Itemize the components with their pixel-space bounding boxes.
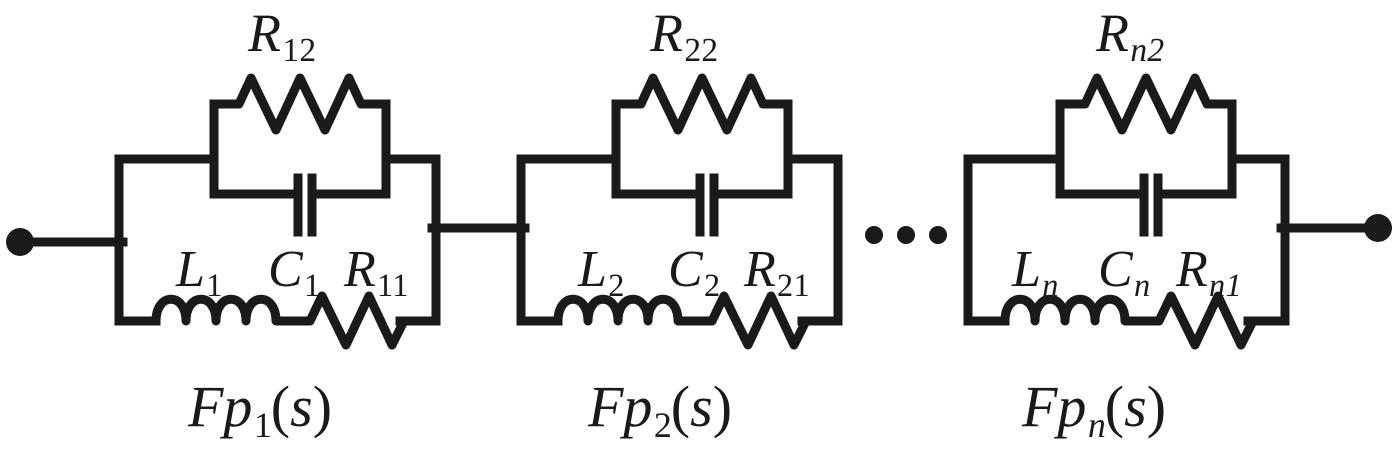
label-R21-sub: 21 [777, 266, 810, 303]
label-R22-base: R [650, 3, 683, 63]
block-2-inner-left-wall [611, 99, 705, 199]
block-1-group [114, 73, 441, 350]
label-R21: R21 [744, 241, 810, 301]
inductor-Ln-symbol [1000, 294, 1150, 326]
label-Cn-sub: n [1133, 266, 1151, 303]
label-Cn: Cn [1098, 241, 1150, 301]
inductor-L1-symbol [151, 294, 301, 326]
caption-Fpn-sub: n [1087, 404, 1107, 445]
label-L1: L1 [176, 241, 222, 301]
label-Ln-base: L [1012, 241, 1041, 298]
block-1-inner-right-wall [307, 99, 391, 199]
caption-Fp2-F: Fp [588, 374, 653, 439]
label-C1: C1 [268, 241, 320, 301]
left-terminal-dot [6, 228, 34, 256]
caption-Fp2-sub: 2 [653, 404, 673, 445]
label-Rn2: Rn2 [1096, 3, 1164, 67]
label-Rn1: Rn1 [1176, 241, 1242, 301]
label-R21-base: R [744, 241, 776, 298]
label-Rn2-sub: n2 [1130, 32, 1165, 70]
label-R12-sub: 12 [282, 32, 317, 70]
label-L2: L2 [578, 241, 624, 301]
resistor-Rn2-symbol [1055, 73, 1237, 135]
label-R22: R22 [650, 3, 718, 67]
block-1-outer-frame [114, 154, 219, 326]
caption-Fp1-sub: 1 [253, 404, 273, 445]
block-2-group [516, 73, 843, 350]
label-C2-base: C [668, 241, 703, 298]
label-C2: C2 [668, 241, 720, 301]
label-C1-sub: 1 [303, 266, 321, 303]
resistor-Rn1-symbol [1140, 291, 1290, 350]
caption-Fpn-F: Fp [1022, 374, 1087, 439]
label-R12: R12 [248, 3, 316, 67]
block-n-outer-frame [963, 154, 1065, 326]
label-L1-base: L [176, 241, 205, 298]
caption-Fp2: Fp2(s) [588, 378, 732, 443]
block-2-outer-frame [516, 154, 621, 326]
label-Rn2-base: R [1096, 3, 1129, 63]
block-n-group [963, 73, 1290, 350]
label-L2-base: L [578, 241, 607, 298]
caption-Fp1: Fp1(s) [188, 378, 332, 443]
caption-Fp2-tail: (s) [670, 374, 733, 439]
block-1-inner-left-wall [209, 99, 303, 199]
block-n-inner-left-wall [1055, 99, 1149, 199]
resistor-R12-symbol [209, 73, 391, 135]
resistor-R11-symbol [291, 291, 441, 350]
label-R11-sub: 11 [377, 266, 409, 303]
label-R11: R11 [344, 241, 408, 301]
caption-Fp1-F: Fp [188, 374, 253, 439]
label-Cn-base: C [1098, 241, 1133, 298]
lead-wires [15, 223, 1383, 247]
label-L2-sub: 2 [608, 266, 625, 303]
label-R12-base: R [248, 3, 281, 63]
block-2-inner-right-wall [709, 99, 793, 199]
caption-Fpn: Fpn(s) [1022, 378, 1166, 443]
label-Rn1-sub: n1 [1209, 266, 1242, 303]
caption-Fpn-tail: (s) [1104, 374, 1167, 439]
block-n-inner-right-wall [1153, 99, 1237, 199]
right-terminal-dot [1364, 214, 1392, 242]
ellipsis-dot-2 [897, 226, 915, 244]
resistor-R21-symbol [693, 291, 843, 350]
label-Rn1-base: R [1176, 241, 1208, 298]
inductor-L2-symbol [553, 294, 703, 326]
label-C1-base: C [268, 241, 303, 298]
ellipsis-dot-1 [865, 226, 883, 244]
resistor-R22-symbol [611, 73, 793, 135]
label-C2-sub: 2 [703, 266, 721, 303]
label-Ln: Ln [1012, 241, 1058, 301]
ellipsis-dots [865, 226, 947, 244]
label-R22-sub: 22 [684, 32, 719, 70]
label-R11-base: R [344, 241, 376, 298]
caption-Fp1-tail: (s) [270, 374, 333, 439]
ellipsis-dot-3 [929, 226, 947, 244]
label-L1-sub: 1 [206, 266, 223, 303]
label-Ln-sub: n [1042, 266, 1059, 303]
